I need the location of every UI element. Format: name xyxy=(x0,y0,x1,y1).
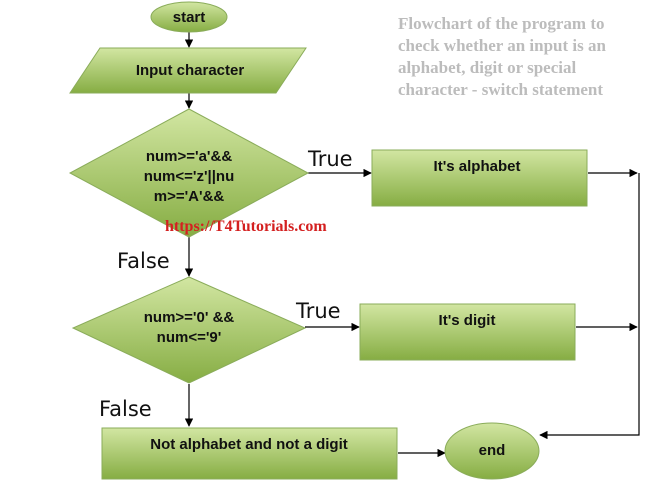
decision-alphabet-node: num>='a'&& num<='z'||nu m>='A'&& xyxy=(68,108,310,238)
input-node: Input character xyxy=(69,47,307,94)
diagram-title: Flowchart of the program to check whethe… xyxy=(398,14,607,99)
edge-label-true: True xyxy=(295,299,341,323)
decision-digit-line: num<='9' xyxy=(157,329,222,346)
decision-digit-node: num>='0' && num<='9' xyxy=(71,276,307,384)
title-line: check whether an input is an xyxy=(398,36,607,55)
end-label: end xyxy=(479,442,506,459)
decision-alphabet-line: num<='z'||nu xyxy=(144,168,235,185)
start-label: start xyxy=(173,9,206,26)
title-line: alphabet, digit or special xyxy=(398,58,576,77)
alphabet-node: It's alphabet xyxy=(371,149,588,207)
digit-label: It's digit xyxy=(439,312,496,329)
edge-rail-to-end xyxy=(539,173,640,440)
title-line: character - switch statement xyxy=(398,80,603,99)
decision-alphabet-line: m>='A'&& xyxy=(154,188,225,205)
watermark-url: https://T4Tutorials.com xyxy=(165,218,327,235)
other-node: Not alphabet and not a digit xyxy=(101,427,398,480)
decision-alphabet-line: num>='a'&& xyxy=(146,148,232,165)
title-line: Flowchart of the program to xyxy=(398,14,604,33)
decision-digit-line: num>='0' && xyxy=(144,309,235,326)
edge-label-false: False xyxy=(99,397,152,421)
start-node: start xyxy=(150,1,228,33)
edge-label-true: True xyxy=(307,147,353,171)
other-label: Not alphabet and not a digit xyxy=(150,436,348,453)
input-label: Input character xyxy=(136,62,245,79)
alphabet-label: It's alphabet xyxy=(434,158,521,175)
end-node: end xyxy=(444,422,540,480)
digit-node: It's digit xyxy=(359,303,576,361)
edge-label-false: False xyxy=(117,249,170,273)
edges xyxy=(184,32,640,458)
